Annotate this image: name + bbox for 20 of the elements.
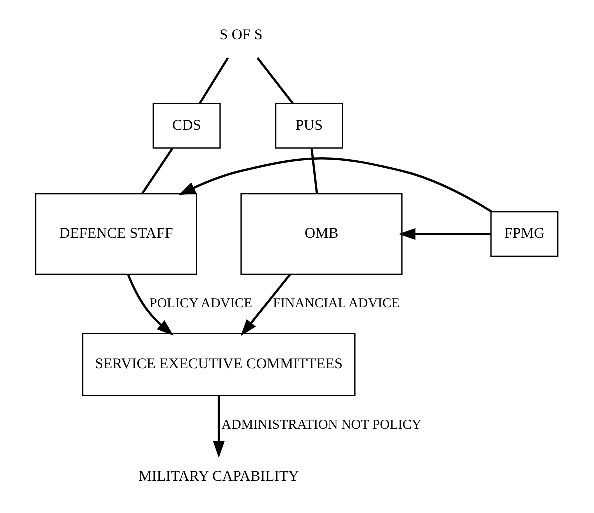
node-box: SERVICE EXECUTIVE COMMITTEES	[82, 333, 356, 396]
arrow	[398, 228, 492, 240]
connector	[310, 148, 318, 194]
connector	[199, 58, 230, 104]
node-box: CDS	[152, 103, 221, 149]
node-box: DEFENCE STAFF	[35, 193, 198, 276]
node-text: S OF S	[220, 27, 263, 44]
arrow	[178, 158, 492, 213]
arrow	[213, 396, 225, 458]
edge-label: FINANCIAL ADVICE	[273, 296, 400, 311]
node-box: FPMG	[490, 211, 559, 258]
node-box: PUS	[275, 103, 344, 149]
node-box: OMB	[240, 193, 403, 276]
arrow	[127, 274, 174, 336]
edge-label: POLICY ADVICE	[150, 296, 252, 311]
node-text: MILITARY CAPABILITY	[138, 469, 300, 486]
arrow	[240, 274, 292, 336]
edge-label: ADMINISTRATION NOT POLICY	[222, 416, 422, 432]
connector	[142, 148, 174, 194]
connector	[256, 57, 294, 104]
